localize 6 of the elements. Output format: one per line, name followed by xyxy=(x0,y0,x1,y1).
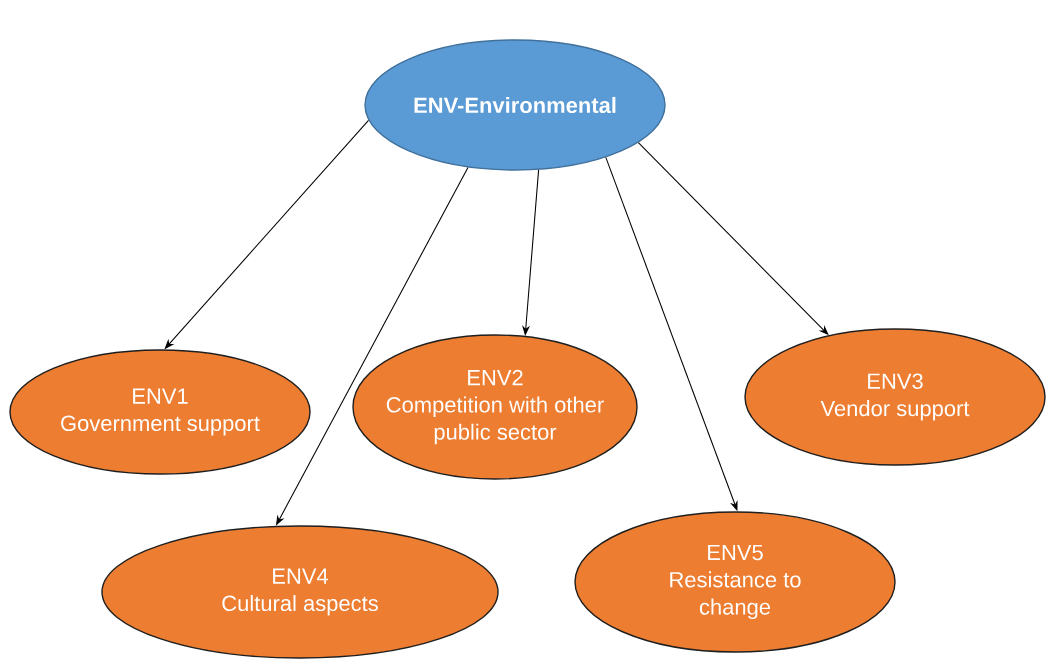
ellipse-node: ENV1 Government support xyxy=(9,349,311,475)
ellipse-node: ENV3 Vendor support xyxy=(744,328,1046,466)
ellipse-node: ENV2 Competition with other public sector xyxy=(352,334,638,480)
ellipse-node: ENV-Environmental xyxy=(364,39,666,171)
ellipse-node: ENV5 Resistance to change xyxy=(574,511,896,653)
ellipse-node: ENV4 Cultural aspects xyxy=(101,525,499,659)
